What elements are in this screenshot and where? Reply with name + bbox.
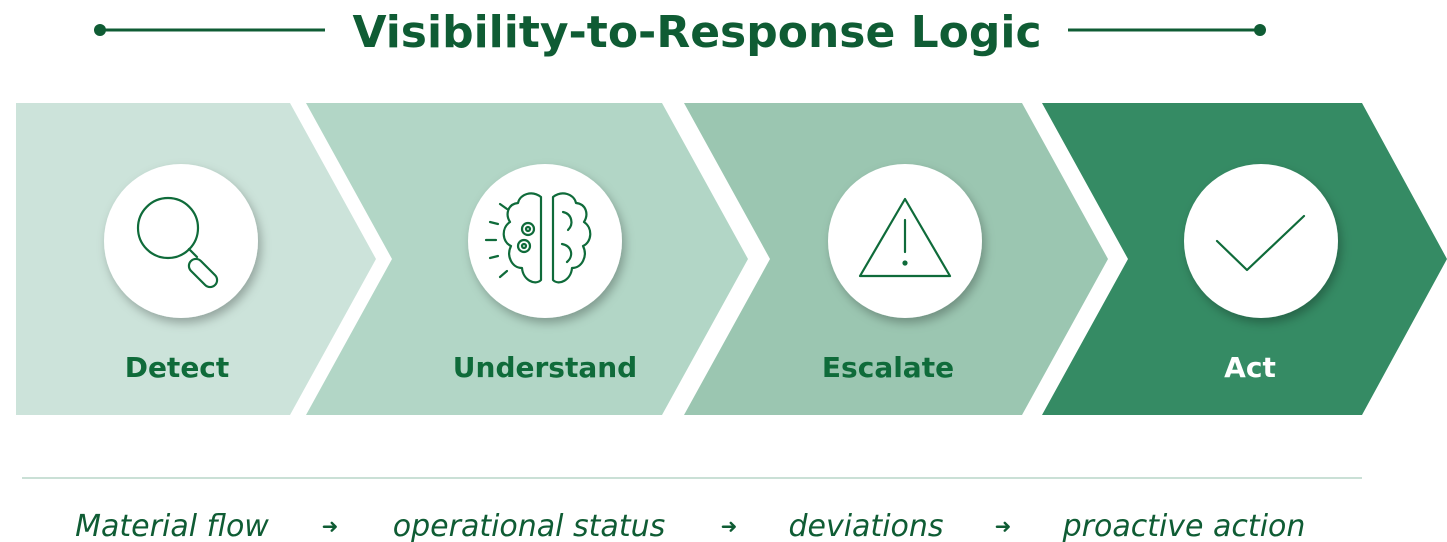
step-act: Act	[1184, 164, 1338, 384]
flow-arrow-icon: ➜	[995, 514, 1012, 538]
flow-item-material-flow: Material flow	[75, 509, 269, 542]
understand-icon-circle	[468, 164, 622, 318]
page-title: Visibility-to-Response Logic	[352, 7, 1041, 58]
flow-item-proactive-action: proactive action	[1062, 509, 1306, 542]
flow-arrow-icon: ➜	[322, 514, 339, 538]
flow-item-operational-status: operational status	[393, 509, 665, 542]
flow-sequence: Material flow ➜ operational status ➜ dev…	[75, 509, 1305, 542]
step-label-escalate: Escalate	[822, 351, 954, 384]
title-rule-left-dot	[94, 24, 106, 36]
step-label-understand: Understand	[453, 351, 637, 384]
step-escalate: Escalate	[822, 164, 982, 384]
flow-item-deviations: deviations	[788, 509, 943, 542]
flow-arrow-icon: ➜	[721, 514, 738, 538]
act-icon-circle	[1184, 164, 1338, 318]
step-label-act: Act	[1224, 351, 1276, 384]
checkmark-icon	[1215, 214, 1306, 272]
step-detect: Detect	[104, 164, 258, 384]
step-understand: Understand	[453, 164, 637, 384]
title-rule-right-dot	[1254, 24, 1266, 36]
warning-icon	[858, 197, 952, 278]
step-label-detect: Detect	[125, 351, 230, 384]
brain-gears-icon	[484, 192, 592, 284]
detect-icon-circle	[104, 164, 258, 318]
title-group: Visibility-to-Response Logic	[94, 7, 1266, 58]
magnifier-icon	[136, 196, 219, 289]
